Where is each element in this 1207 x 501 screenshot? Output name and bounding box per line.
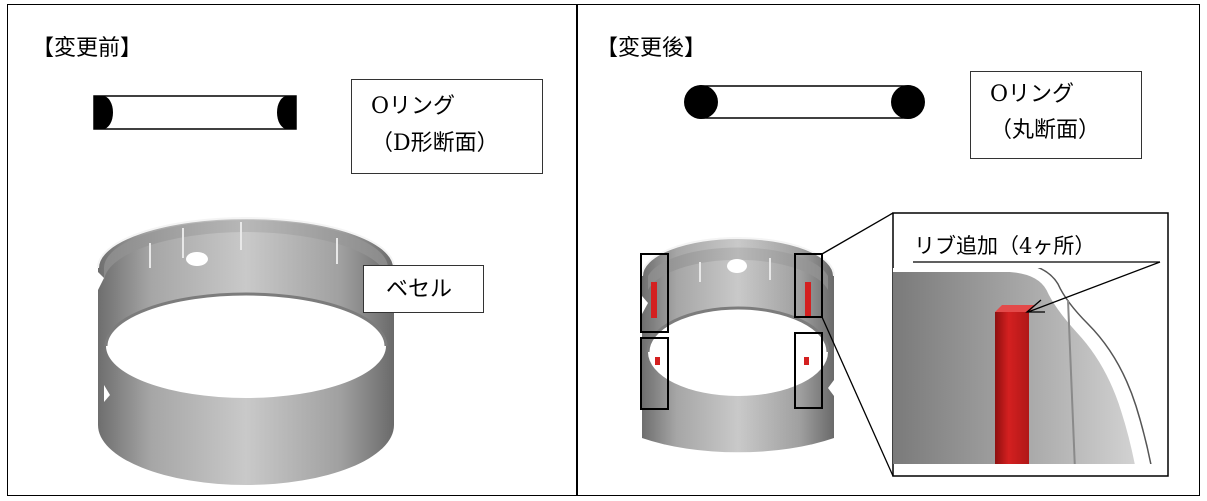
before-change-heading: 【変更前】 bbox=[32, 36, 143, 61]
panel-divider bbox=[576, 4, 578, 496]
bezel-label: ベセル bbox=[386, 277, 453, 302]
oring-round-label-line1: Oリング bbox=[990, 82, 1075, 107]
bezel-label-box: ベセル bbox=[363, 265, 484, 313]
figure-frame bbox=[7, 4, 1200, 496]
oring-d-section bbox=[93, 95, 297, 130]
rib-back-right bbox=[804, 357, 809, 365]
bezel-cylinder bbox=[97, 217, 395, 485]
oring-round-label-box: Oリング （丸断面） bbox=[970, 71, 1142, 159]
rib-front-right bbox=[805, 282, 811, 318]
oring-round-label-line2: （丸断面） bbox=[990, 118, 1101, 143]
rib-highlight-boxes bbox=[640, 253, 823, 410]
oring-d-label-line1: Oリング bbox=[371, 94, 456, 119]
oring-round-section bbox=[684, 85, 925, 119]
after-change-heading: 【変更後】 bbox=[596, 36, 707, 61]
oring-d-label-box: Oリング （D形断面） bbox=[351, 79, 543, 174]
zoom-detail bbox=[892, 212, 1169, 477]
rib-callout-label: リブ追加（4ヶ所） bbox=[914, 234, 1096, 258]
rib-front-left bbox=[651, 282, 657, 318]
zoom-leader-lines bbox=[821, 212, 894, 477]
rib-back-left bbox=[655, 357, 660, 365]
bezel-cylinder-ribbed bbox=[641, 237, 835, 453]
oring-d-label-line2: （D形断面） bbox=[371, 131, 499, 156]
